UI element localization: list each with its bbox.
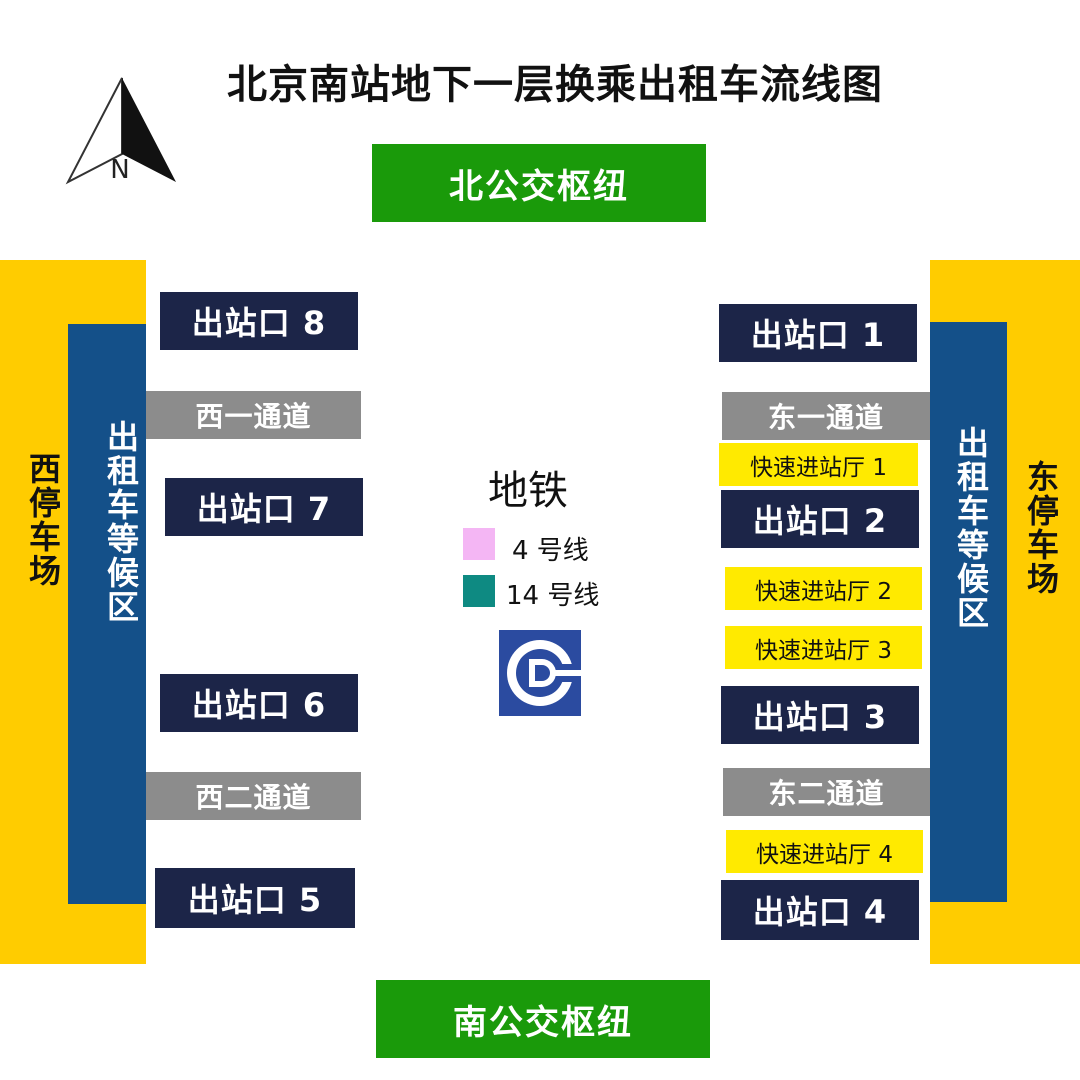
north-arrow-icon: N	[65, 77, 176, 185]
west-parking-label: 西停车场	[24, 452, 62, 588]
line4-label: 4 号线	[512, 536, 589, 566]
exit-3[interactable]: 出站口 3	[721, 686, 919, 744]
fast-entry-hall-2[interactable]: 快速进站厅 2	[725, 567, 922, 610]
exit-4[interactable]: 出站口 4	[721, 880, 919, 940]
compass-label: N	[110, 155, 129, 185]
exit-7[interactable]: 出站口 7	[165, 478, 363, 536]
exit-8[interactable]: 出站口 8	[160, 292, 358, 350]
line14-label: 14 号线	[506, 581, 600, 611]
west-waiting-label: 出租车等候区	[102, 420, 140, 624]
west-channel-2[interactable]: 西二通道	[146, 772, 361, 820]
line4-swatch	[463, 528, 495, 560]
east-waiting-label: 出租车等候区	[952, 426, 990, 630]
beijing-subway-logo-icon	[499, 630, 581, 716]
south-bus-hub: 南公交枢纽	[376, 980, 710, 1058]
exit-2[interactable]: 出站口 2	[721, 490, 919, 548]
metro-title: 地铁	[488, 468, 568, 514]
west-channel-1[interactable]: 西一通道	[146, 391, 361, 439]
exit-6[interactable]: 出站口 6	[160, 674, 358, 732]
exit-1[interactable]: 出站口 1	[719, 304, 917, 362]
line14-swatch	[463, 575, 495, 607]
east-taxi-waiting-area	[930, 322, 1007, 902]
fast-entry-hall-3[interactable]: 快速进站厅 3	[725, 626, 922, 669]
exit-5[interactable]: 出站口 5	[155, 868, 355, 928]
fast-entry-hall-1[interactable]: 快速进站厅 1	[719, 443, 918, 486]
west-taxi-waiting-area	[68, 324, 146, 904]
north-bus-hub: 北公交枢纽	[372, 144, 706, 222]
fast-entry-hall-4[interactable]: 快速进站厅 4	[726, 830, 923, 873]
east-channel-1[interactable]: 东一通道	[722, 392, 930, 440]
east-parking-label: 东停车场	[1022, 460, 1060, 596]
east-channel-2[interactable]: 东二通道	[723, 768, 930, 816]
page-title: 北京南站地下一层换乘出租车流线图	[227, 62, 883, 108]
